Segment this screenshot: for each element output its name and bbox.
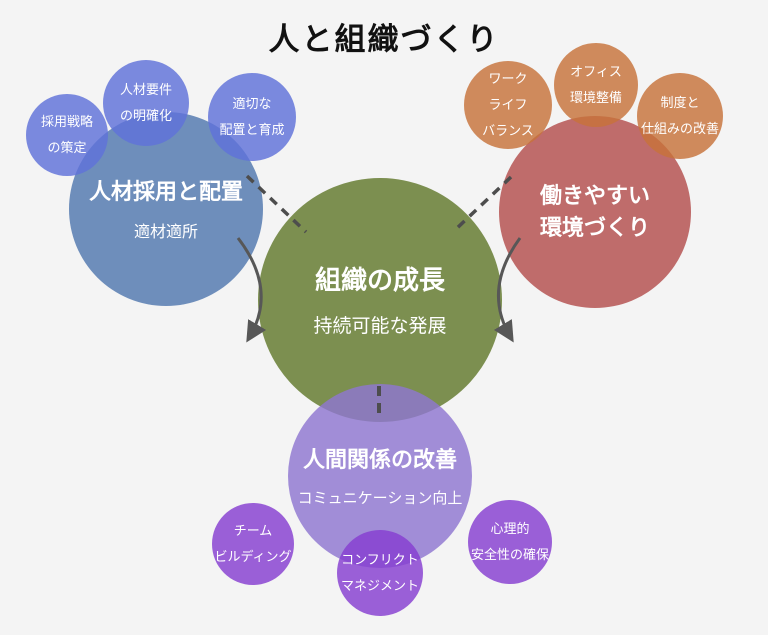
satellite-recruitment-strategy: 採用戦略 の策定: [26, 94, 108, 176]
diagram-title: 人と組織づくり: [268, 22, 500, 57]
satellite-recruitment-placement: 適切な 配置と育成: [208, 73, 296, 161]
satellite-environment-office: オフィス 環境整備: [554, 43, 638, 127]
satellite-relationship-teambuilding: チーム ビルディング: [212, 503, 294, 585]
satellite-relationship-safety: 心理的 安全性の確保: [468, 500, 552, 584]
circle-center-subtitle: 持続可能な発展: [313, 315, 447, 337]
circle-relationship-title: 人間関係の改善: [302, 447, 457, 473]
circle-recruitment-title: 人材採用と配置: [88, 178, 243, 204]
circle-environment-title: 働きやすい 環境づくり: [539, 183, 650, 240]
circle-center-title: 組織の成長: [314, 265, 445, 296]
circle-recruitment-subtitle: 適材適所: [133, 224, 198, 242]
circle-relationship-subtitle: コミュニケーション向上: [297, 489, 463, 507]
satellite-environment-worklife: ワーク ライフ バランス: [464, 61, 552, 149]
satellite-recruitment-requirements: 人材要件 の明確化: [103, 60, 189, 146]
satellite-relationship-conflict: コンフリクト マネジメント: [337, 530, 423, 616]
satellite-environment-systems: 制度と 仕組みの改善: [637, 73, 723, 159]
